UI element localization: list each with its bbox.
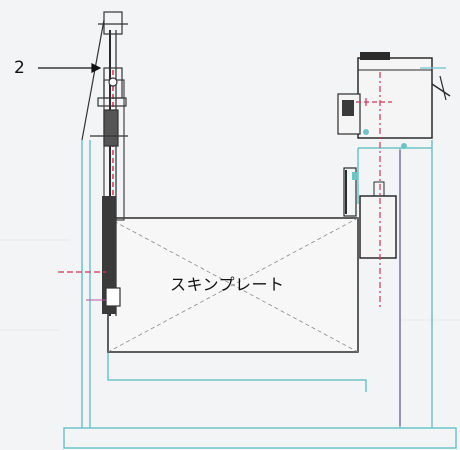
left-brace <box>81 19 105 141</box>
callout-leader <box>38 63 102 73</box>
right-stem-case <box>343 167 397 259</box>
foundation-base <box>63 427 457 449</box>
skin-plate-diagonals <box>107 217 359 353</box>
skin-plate-label: スキンプレート <box>170 275 285 294</box>
left-top-bracket <box>90 11 128 307</box>
right-frame-column <box>357 140 433 428</box>
left-frame-column <box>81 140 91 428</box>
callout-number-label: 2 <box>14 58 25 78</box>
bottom-sill <box>107 352 367 392</box>
skin-plate <box>107 217 359 353</box>
background-texture <box>0 239 460 331</box>
hoist-housing <box>337 52 451 149</box>
